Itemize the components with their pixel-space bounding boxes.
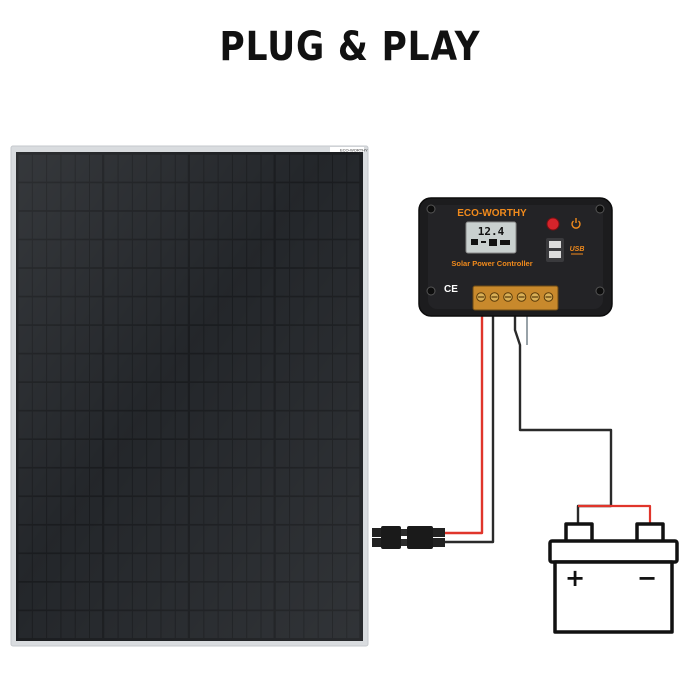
mounting-hole-tr: [595, 204, 605, 214]
battery-body: [553, 560, 674, 634]
battery-minus: −: [637, 564, 657, 592]
controller-label: Solar Power Controller: [451, 259, 532, 268]
terminal-block: [472, 285, 559, 311]
power-icon: [571, 218, 581, 229]
battery-plus: +: [565, 564, 585, 592]
power-button[interactable]: [546, 217, 560, 231]
positive-wire-panel: [445, 308, 484, 535]
battery-jumper-red: [578, 504, 652, 524]
ce-mark: CE: [444, 284, 458, 295]
mc4-connectors: [372, 526, 445, 549]
panel-sheen: [16, 152, 363, 641]
wires: [445, 308, 652, 544]
battery-lid: [548, 539, 679, 564]
headline: PLUG & PLAY: [219, 24, 481, 70]
mounting-hole-tl: [426, 204, 436, 214]
usb-label: USB: [570, 246, 585, 253]
panel-brand-tag: ECO-WORTHY: [340, 148, 368, 153]
charge-controller: ECO-WORTHY 12.4 Solar Power Controller U…: [418, 197, 613, 317]
battery: + −: [548, 522, 679, 634]
mc4-connector-positive: [372, 526, 445, 539]
lcd-reading: 12.4: [478, 225, 505, 238]
lcd-status-icons: [471, 239, 510, 246]
mounting-hole-bl: [426, 286, 436, 296]
positive-wire-battery: [513, 308, 613, 524]
negative-wire-panel: [445, 308, 495, 544]
lcd-screen: [465, 221, 517, 254]
usb-ports[interactable]: [546, 238, 564, 262]
mounting-hole-br: [595, 286, 605, 296]
controller-brand: ECO-WORTHY: [457, 208, 527, 219]
panel-label-plate: [330, 147, 364, 152]
mc4-connector-negative: [372, 536, 445, 549]
solar-panel: ECO-WORTHY: [10, 145, 369, 647]
